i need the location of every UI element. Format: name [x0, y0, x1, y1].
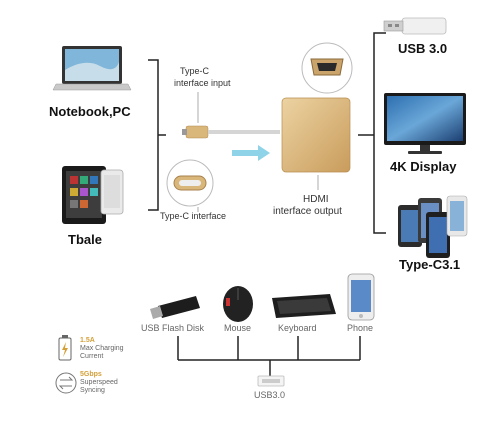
typec-input-label-line1: Type-C: [180, 66, 210, 76]
tablet-icon: [62, 166, 124, 224]
smartphones-icon: [398, 195, 468, 258]
tablet-label: Tbale: [68, 232, 102, 247]
charging-line1: Max Charging: [80, 345, 124, 352]
hdmi-label-line2: interface output: [273, 206, 342, 217]
typec-input-label-line2: interface input: [174, 78, 231, 88]
adapter-body: [281, 97, 351, 173]
keyboard-icon: [272, 294, 336, 318]
left-bracket: [148, 59, 159, 211]
mouse-icon: [223, 286, 253, 322]
phone-label: Phone: [347, 323, 374, 333]
usb30-bottom-label: USB3.0: [254, 390, 286, 400]
speed-value: 5Gbps: [80, 371, 102, 378]
keyboard-label: Keyboard: [278, 323, 317, 333]
sync-icon: [55, 372, 77, 394]
usb-flash-icon: [150, 296, 200, 319]
speed-line1: Superspeed: [80, 379, 118, 386]
speed-spec: 5Gbps Superspeed Syncing: [80, 371, 118, 395]
notebook-label: Notebook,PC: [49, 104, 131, 119]
laptop-icon: [52, 46, 132, 91]
phone-icon: [347, 273, 375, 321]
usb30-top-label: USB 3.0: [398, 41, 448, 56]
typec-interface-label: Type-C interface: [160, 211, 227, 221]
battery-icon: [58, 335, 72, 361]
right-bracket: [373, 32, 386, 234]
charging-value: 1.5A: [80, 337, 95, 344]
display-label: 4K Display: [390, 159, 457, 174]
arrow-icon: [232, 145, 270, 161]
monitor-icon: [384, 93, 466, 154]
usb-drive-icon: [383, 17, 447, 35]
typec31-label: Type-C3.1: [399, 257, 461, 272]
usb-c-cable: [182, 125, 280, 139]
bottom-bracket: [177, 336, 361, 376]
hdmi-port-icon: [301, 42, 353, 94]
usb-port-icon: [257, 375, 285, 387]
usb-c-port-icon: [166, 159, 214, 207]
charging-line2: Current: [80, 353, 104, 360]
usb-flash-label: USB Flash Disk: [141, 323, 205, 333]
charging-spec: 1.5A Max Charging Current: [80, 337, 124, 361]
hdmi-label-line1: HDMI: [303, 194, 329, 205]
mouse-label: Mouse: [224, 323, 252, 333]
speed-line2: Syncing: [80, 387, 105, 394]
